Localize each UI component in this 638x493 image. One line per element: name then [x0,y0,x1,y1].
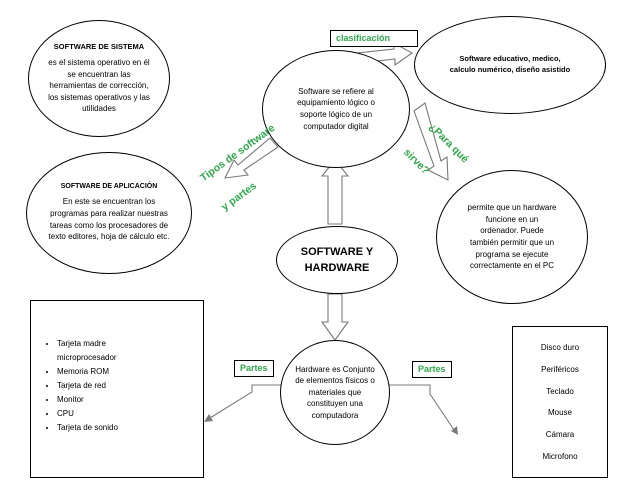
software-aplicacion-oval: SOFTWARE DE APLICACIÓN En este se encuen… [26,152,192,274]
connector-right-line [384,384,455,431]
software-definition-text: Software se refiere al equipamiento lógi… [297,86,375,131]
list-item: Memoria ROM [57,365,203,379]
center-title-line2: HARDWARE [304,262,370,274]
para-que-line2: sirve? [401,146,432,177]
arrowhead-left-icon [204,414,213,422]
software-educativo-text: Software educativo, medico, calculo numé… [449,54,571,74]
hardware-parts-right-box: Disco duro Periféricos Teclado Mouse Cám… [512,326,608,478]
para-que-oval: permite que un hardware funcione en un o… [436,170,588,304]
hardware-parts-left-list: Tarjeta madre microprocesador Memoria RO… [31,337,203,435]
hardware-definition-text: Hardware es Conjunto de elementos físico… [295,364,375,420]
arrow-up-icon [320,159,350,225]
list-item: Mouse [547,408,572,418]
software-sistema-oval: SOFTWARE DE SISTEMA es el sistema operat… [28,20,170,137]
center-oval: SOFTWARE Y HARDWARE [276,226,398,294]
hardware-parts-left-box: Tarjeta madre microprocesador Memoria RO… [30,300,204,478]
software-aplicacion-text: En este se encuentran los programas para… [48,197,170,242]
software-sistema-title: SOFTWARE DE SISTEMA [53,42,145,52]
list-item: Teclado [546,386,574,396]
software-educativo-oval: Software educativo, medico, calculo numé… [414,16,606,114]
list-item: Disco duro [540,343,580,353]
list-item: Tarjeta madre microprocesador [57,337,137,365]
clasificacion-label: clasificación [330,30,418,47]
partes-left-label: Partes [234,360,274,377]
partes-right-label: Partes [412,361,452,378]
list-item: Cámara [545,429,575,439]
list-item: CPU [57,407,203,421]
connector-left-line [209,384,282,419]
arrow-down-right-icon [413,102,449,181]
hardware-definition-oval: Hardware es Conjunto de elementos físico… [280,340,390,445]
list-item: Monitor [57,393,203,407]
software-definition-oval: Software se refiere al equipamiento lógi… [262,50,410,168]
software-sistema-text: es el sistema operativo en él se encuent… [48,58,150,114]
list-item: Microfono [542,451,578,461]
software-aplicacion-title: SOFTWARE DE APLICACIÓN [60,183,158,191]
arrow-down-icon [320,293,350,341]
para-que-text: permite que un hardware funcione en un o… [467,203,557,271]
para-que-line1: ¿Para qué [426,120,471,166]
arrow-down-left-icon [224,137,279,179]
list-item: Tarjeta de sonido [57,421,203,435]
arrowhead-right-icon [451,426,458,435]
list-item: Periféricos [541,364,579,374]
list-item: Tarjeta de red [57,379,203,393]
center-title-line1: SOFTWARE Y [300,246,374,258]
